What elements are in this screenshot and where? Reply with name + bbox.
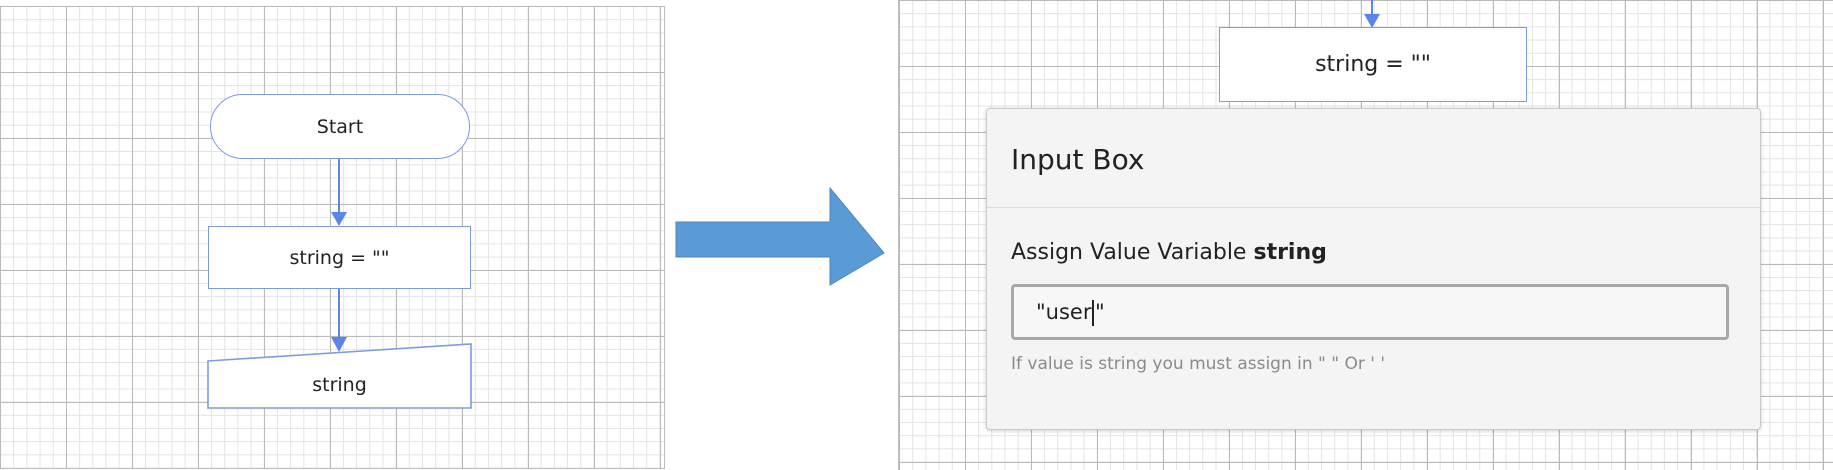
assign-value-label: Assign Value Variable string [1011, 240, 1327, 265]
start-node[interactable]: Start [210, 94, 470, 159]
help-text: If value is string you must assign in " … [1011, 354, 1386, 374]
assign-node[interactable]: string = "" [208, 226, 471, 289]
right-arrow-icon [675, 186, 885, 286]
value-input-text-after-cursor: " [1094, 300, 1105, 324]
assign-value-label-prefix: Assign Value Variable [1011, 240, 1247, 265]
right-assign-node-label: string = "" [1315, 52, 1431, 77]
variable-name: string [1253, 240, 1327, 265]
dialog-title: Input Box [1011, 143, 1145, 176]
dialog-divider [987, 207, 1760, 208]
assign-node-label: string = "" [289, 246, 390, 269]
input-node-label: string [312, 373, 367, 396]
input-box-dialog: Input Box Assign Value Variable string "… [986, 108, 1761, 430]
right-assign-node[interactable]: string = "" [1219, 27, 1527, 102]
value-input-text-before-cursor: "user [1036, 300, 1092, 324]
value-input[interactable]: "user" [1011, 284, 1729, 340]
start-node-label: Start [316, 115, 364, 138]
text-cursor [1092, 300, 1094, 326]
